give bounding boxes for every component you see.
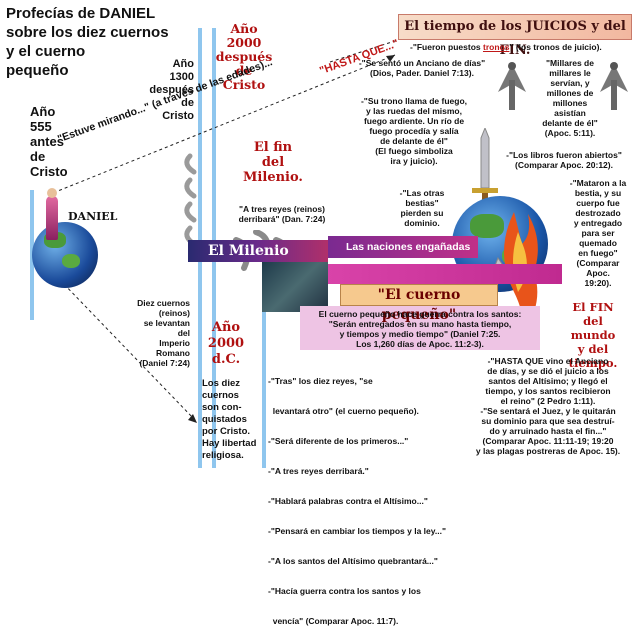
naciones-label: Las naciones engañadas — [328, 236, 478, 258]
fin-milenio-label: El fin del Milenio. — [243, 140, 303, 185]
year-555-label: Año 555 antes de Cristo — [30, 104, 68, 179]
mataron-quote: -"Mataron a la bestia, y su cuerpo fue d… — [569, 178, 627, 288]
year-2000-dc-label: Año 2000 después de Cristo — [215, 21, 273, 92]
tras-reyes-quote: -"Tras" los diez reyes, "se levantará ot… — [268, 376, 446, 626]
juicios-header: El tiempo de los JUICIOS y del FIN. — [398, 14, 632, 58]
ten-horns-icon — [184, 153, 197, 247]
beast-image — [262, 262, 328, 312]
naciones-band — [262, 264, 562, 284]
milenio-label: El Milenio — [188, 240, 328, 262]
cuerno-guerra-band — [300, 306, 540, 350]
angel-icon-2 — [600, 62, 628, 110]
hasta-que-vino-quote: -"HASTA QUE vino el Anciano de días, y s… — [475, 356, 621, 456]
anciano-quote: -"Se sentó un Anciano de días" (Dios, Pa… — [358, 58, 486, 78]
page-title: Profecías de DANIEL sobre los diez cuern… — [6, 5, 169, 79]
cuerno-guerra-quote: El cuerno pequeño hace guerra contra los… — [318, 309, 522, 349]
timeline-arrows — [47, 39, 399, 423]
timeline-bar-tras — [262, 300, 266, 468]
diez-cuernos-quote: Diez cuernos (reinos) se levantan del Im… — [137, 298, 190, 368]
otras-bestias-quote: -"Las otras bestias" pierden su dominio. — [399, 188, 445, 228]
daniel-figure-icon — [46, 196, 58, 240]
angel-icon — [498, 62, 526, 110]
conquistados-quote: Los diez cuernos son con- quistados por … — [202, 378, 257, 461]
fin-mundo-label: El FIN del mundo y del tiempo. — [568, 300, 618, 370]
cuerno-pequeno-label: "El cuerno pequeño" — [340, 284, 498, 323]
year-1300-label: Año 1300 después de Cristo — [149, 58, 194, 122]
trono-llama-quote: -"Su trono llama de fuego, y las ruedas … — [360, 96, 468, 166]
libros-quote: -"Los libros fueron abiertos" (Comparar … — [506, 150, 622, 170]
earth-globe-left — [32, 222, 98, 288]
millares-quote: "Millares de millares le servían, y mill… — [542, 58, 598, 138]
tres-reyes-quote: "A tres reyes (reinos) derribará" (Dan. … — [238, 204, 326, 224]
year-2000-short-label: Año 2000 d.C. — [207, 320, 245, 367]
daniel-label: DANIEL — [68, 210, 118, 223]
tronos-quote: -"Fueron puestos tronos" (los tronos de … — [410, 42, 602, 52]
